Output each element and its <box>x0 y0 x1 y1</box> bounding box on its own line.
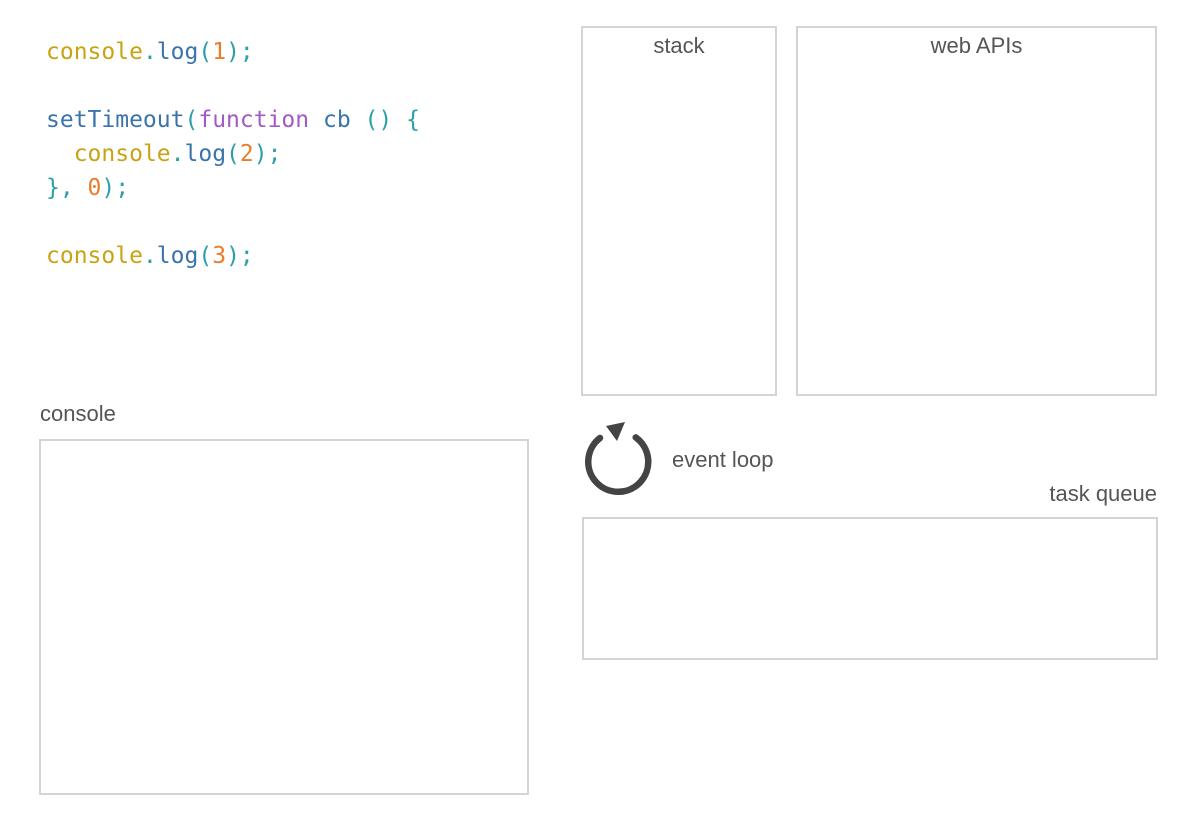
code-token-punct: }, <box>46 175 88 201</box>
code-line: console.log(2); <box>46 137 526 171</box>
code-token-punct: ); <box>101 175 130 201</box>
code-line: }, 0); <box>46 171 526 205</box>
code-token-variable: console <box>46 39 143 65</box>
event-loop-icon <box>585 422 652 496</box>
code-token-punct: . <box>170 141 185 167</box>
code-token-punct: ); <box>253 141 282 167</box>
code-token-number: 3 <box>212 243 227 269</box>
code-token-property: log <box>156 243 199 269</box>
code-token-property: log <box>156 39 199 65</box>
code-token-number: 0 <box>87 175 102 201</box>
code-token-punct: ( <box>198 39 213 65</box>
event-loop-label: event loop <box>672 447 774 472</box>
code-token-plain <box>46 141 74 167</box>
code-token-punct: . <box>142 243 157 269</box>
code-token-keyword: function <box>198 107 310 133</box>
code-line <box>46 205 526 239</box>
code-line: console.log(1); <box>46 35 526 69</box>
code-token-punct: ); <box>226 243 254 269</box>
code-token-punct: ( <box>226 141 240 167</box>
code-token-variable: console <box>73 141 171 167</box>
code-token-punct: ( <box>198 243 213 269</box>
code-token-fn: setTimeout <box>46 107 185 133</box>
code-token-property: log <box>184 141 227 167</box>
stack-label: stack <box>653 33 705 58</box>
code-line <box>46 69 526 103</box>
code-token-plain <box>309 107 323 133</box>
code-token-number: 2 <box>239 141 254 167</box>
code-token-punct: . <box>142 39 157 65</box>
stack-panel: stack <box>581 26 777 396</box>
code-token-punct: () { <box>350 107 420 133</box>
web-apis-label: web APIs <box>930 33 1023 58</box>
code-token-punct: ); <box>226 39 254 65</box>
task-queue-label: task queue <box>1049 481 1157 506</box>
code-token-fn: cb <box>322 107 351 133</box>
event-loop: event loop <box>580 414 774 502</box>
code-editor[interactable]: console.log(1); setTimeout(function cb (… <box>46 35 526 273</box>
console-label: console <box>40 401 116 426</box>
code-token-number: 1 <box>212 39 227 65</box>
code-line: setTimeout(function cb () { <box>46 103 526 137</box>
code-line: console.log(3); <box>46 239 526 273</box>
code-token-punct: ( <box>184 107 199 133</box>
code-token-variable: console <box>46 243 143 269</box>
web-apis-panel: web APIs <box>796 26 1157 396</box>
task-queue-panel <box>582 517 1158 660</box>
console-panel <box>39 439 529 795</box>
